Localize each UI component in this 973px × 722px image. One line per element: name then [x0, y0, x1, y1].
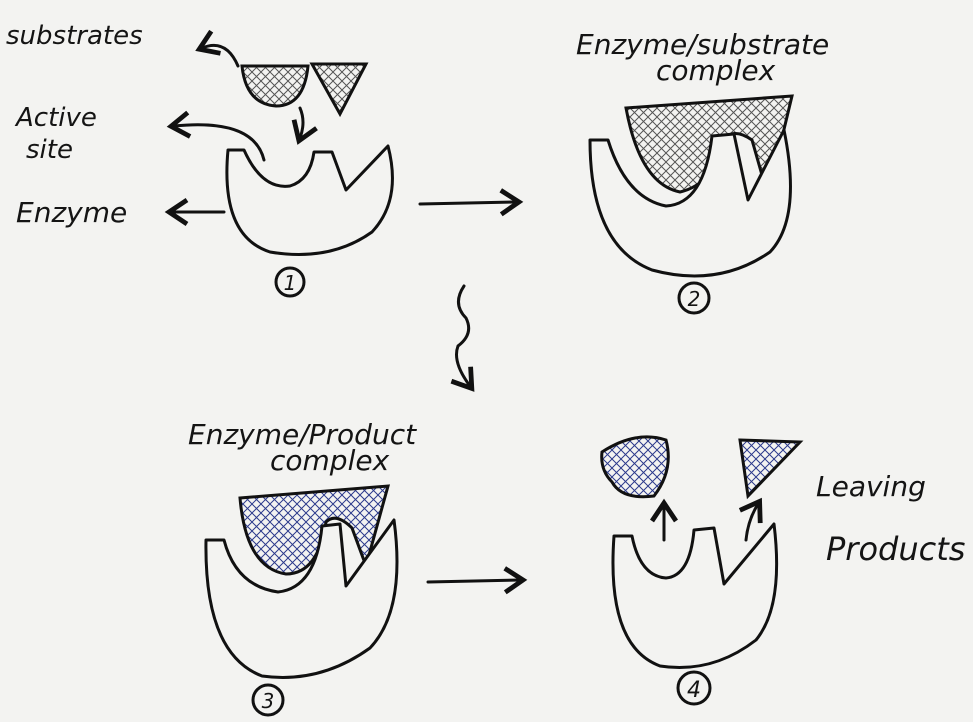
step-3-marker: 3 — [253, 685, 283, 715]
substrate-down-arrow — [300, 108, 303, 138]
arrow-step1-to-step2 — [420, 202, 516, 204]
enzyme-1 — [227, 146, 393, 255]
substrate-right — [312, 64, 366, 114]
substrate-left — [242, 66, 308, 106]
product-left — [602, 437, 669, 497]
leaving-products-line1: Leaving — [816, 470, 926, 503]
step-2-marker: 2 — [679, 283, 709, 313]
substrates-label: substrates — [6, 21, 143, 51]
enzyme-label: Enzyme — [16, 196, 127, 229]
product-right — [740, 440, 800, 496]
step-2-number: 2 — [688, 287, 701, 311]
active-site-label-line2: site — [26, 135, 73, 165]
active-site-label-line1: Active — [14, 103, 97, 133]
step-3-number: 3 — [262, 689, 275, 713]
enzyme-4 — [613, 524, 777, 668]
leaving-products-line2: Products — [826, 530, 965, 568]
arrow-step2-to-step3 — [457, 286, 471, 386]
step-4-marker: 4 — [678, 672, 710, 704]
arrow-step3-to-step4 — [428, 580, 520, 582]
ep-complex-label-line2: complex — [270, 444, 390, 477]
step-4-number: 4 — [687, 678, 701, 703]
product-right-up-arrow — [746, 504, 758, 540]
step-1-number: 1 — [284, 271, 297, 295]
substrates-pointer — [202, 45, 238, 66]
substrate-molecules — [242, 64, 366, 114]
es-complex-label-line2: complex — [656, 54, 776, 87]
active-site-pointer — [174, 125, 264, 160]
step-1-marker: 1 — [276, 268, 304, 296]
